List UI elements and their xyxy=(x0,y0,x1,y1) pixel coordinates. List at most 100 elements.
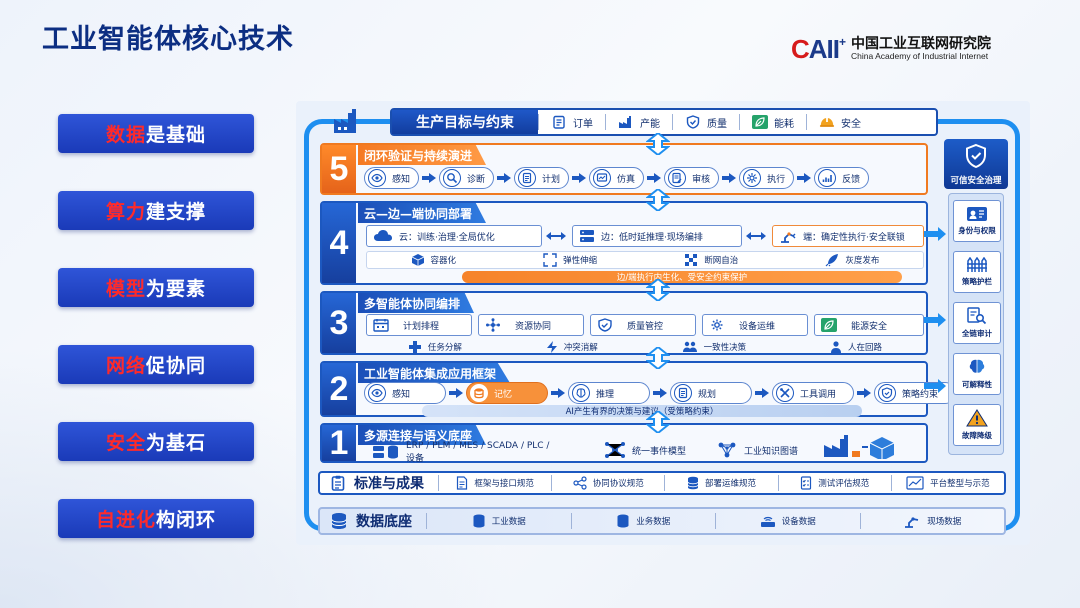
governance-identity-access: 身份与权限 xyxy=(953,200,1001,242)
list-icon xyxy=(518,169,537,187)
trusted-security-governance: 可信安全治理 xyxy=(944,139,1008,189)
logo-mark: CAII+ xyxy=(791,34,846,64)
flow-arrow xyxy=(647,173,662,183)
eye-icon xyxy=(368,384,386,402)
standards-title: 标准与成果 xyxy=(320,473,438,493)
module-quality: 质量管控 xyxy=(590,314,696,336)
clipboard-icon xyxy=(551,114,567,130)
step-review: 审核 xyxy=(664,167,720,189)
right-arrow xyxy=(924,313,946,327)
factory-small-icon xyxy=(618,114,634,130)
end-box: 端：确定性执行·安全联锁 xyxy=(772,225,924,247)
vertical-bidirectional-arrow xyxy=(646,347,670,369)
bounded-decision-banner: AI产生有界的决策与建议（受策略约束） xyxy=(422,405,862,417)
data-business: 业务数据 xyxy=(570,513,716,529)
slide-title: 工业智能体核心技术 xyxy=(42,24,294,55)
checker-icon xyxy=(684,253,698,267)
mechanism-conflict-resolution: 冲突消解 xyxy=(546,340,598,354)
bidirectional-arrow xyxy=(546,232,566,240)
checklist-icon xyxy=(800,476,812,490)
document-edit-icon xyxy=(668,169,687,187)
database-icon xyxy=(472,514,486,528)
share-icon xyxy=(573,476,587,490)
feature-offline-autonomy: 断网自治 xyxy=(684,253,738,267)
production-goals-title: 生产目标与约束 xyxy=(392,110,538,134)
flow-arrow xyxy=(722,173,737,183)
module-energy-safety: 能源安全 xyxy=(814,314,924,336)
caii-logo: CAII+ 中国工业互联网研究院 China Academy of Indust… xyxy=(791,36,991,62)
pillar-network: 网络促协同 xyxy=(58,345,254,384)
standard-coordination-protocol: 协同协议规范 xyxy=(551,475,664,491)
brain-icon xyxy=(967,358,987,376)
expand-icon xyxy=(543,253,557,267)
hub-nodes-icon xyxy=(604,440,626,460)
rocket-icon xyxy=(825,253,839,267)
gear-icon xyxy=(743,169,762,187)
layer-number: 1 xyxy=(322,424,356,462)
layer-number: 5 xyxy=(322,145,356,193)
standards-bar: 标准与成果 框架与接口规范 协同协议规范 部署运维规范 测试评估规范 平台整型与… xyxy=(318,471,1006,495)
fence-icon xyxy=(966,257,988,273)
layer-number: 4 xyxy=(322,203,356,283)
graph-icon xyxy=(716,440,738,460)
leaf-icon xyxy=(821,318,837,332)
governance-explainability: 可解释性 xyxy=(953,353,1001,395)
database-icon xyxy=(330,512,348,530)
governance-panel: 身份与权限 策略护栏 全链审计 可解释性 故障降级 xyxy=(948,193,1004,455)
step-plan: 计划 xyxy=(514,167,570,189)
layer-title: 工业智能体集成应用框架 xyxy=(358,363,511,383)
capability-memory: 记忆 xyxy=(466,382,548,404)
database-foundation-bar: 数据底座 工业数据 业务数据 设备数据 现场数据 xyxy=(318,507,1006,535)
data-device: 设备数据 xyxy=(715,513,860,529)
governance-policy-guardrail: 策略护栏 xyxy=(953,251,1001,293)
logo-chinese-name: 中国工业互联网研究院 xyxy=(851,35,992,52)
governance-full-audit: 全链审计 xyxy=(953,302,1001,344)
feature-containerization: 容器化 xyxy=(411,253,456,267)
layer-4-cloud-edge-end: 4 云—边—端协同部署 云：训练·治理·全局优化 边：低时延推理·现场编排 端：… xyxy=(320,201,928,285)
layer-5-closed-loop: 5 闭环验证与持续演进 感知 诊断 计划 仿真 审核 执行 反馈 xyxy=(320,143,928,195)
right-arrow xyxy=(924,379,946,393)
module-resource: 资源协同 xyxy=(478,314,584,336)
data-field: 现场数据 xyxy=(859,513,1005,529)
governance-fault-degradation: 故障降级 xyxy=(953,404,1001,446)
flow-arrow xyxy=(449,388,463,398)
edge-box: 边：低时延推理·现场编排 xyxy=(572,225,742,247)
source-systems: ERP / PLM / MES / SCADA / PLC / 设备 xyxy=(366,441,566,464)
pillar-self-evolution: 自进化构闭环 xyxy=(58,499,254,538)
module-maintenance: 设备运维 xyxy=(702,314,808,336)
standard-framework-interface: 框架与接口规范 xyxy=(438,475,551,491)
capability-planning: 规划 xyxy=(670,382,752,404)
database-icon xyxy=(616,514,630,528)
trend-chart-icon xyxy=(906,476,924,490)
production-goals-bar: 生产目标与约束 订单 产能 质量 能耗 安全 xyxy=(390,108,938,136)
goal-energy: 能耗 xyxy=(739,114,806,130)
factory-icon xyxy=(334,109,356,133)
bidirectional-arrow xyxy=(746,232,766,240)
document-icon xyxy=(456,476,468,490)
layer-title: 多智能体协同编排 xyxy=(358,293,475,313)
capability-perceive: 感知 xyxy=(364,382,446,404)
vertical-bidirectional-arrow xyxy=(646,189,670,211)
gear-wrench-icon xyxy=(709,318,725,332)
coordination-mechanisms: 任务分解 冲突消解 一致性决策 人在回路 xyxy=(366,338,924,356)
audit-search-icon xyxy=(967,307,987,325)
database-title: 数据底座 xyxy=(320,509,426,533)
pillar-security: 安全为基石 xyxy=(58,422,254,461)
vertical-bidirectional-arrow xyxy=(646,279,670,301)
standard-deployment-ops: 部署运维规范 xyxy=(664,475,777,491)
cloud-box: 云：训练·治理·全局优化 xyxy=(366,225,542,247)
layer-1-connectivity-semantics: 1 多源连接与语义底座 ERP / PLM / MES / SCADA / PL… xyxy=(320,423,928,464)
shield-icon xyxy=(963,143,989,172)
flow-arrow xyxy=(755,388,769,398)
flow-arrow xyxy=(551,388,565,398)
layer-title: 云—边—端协同部署 xyxy=(358,203,487,223)
shield-check-icon xyxy=(878,384,896,402)
standard-testing-evaluation: 测试评估规范 xyxy=(777,475,891,491)
feature-autoscaling: 弹性伸缩 xyxy=(543,253,597,267)
calendar-icon xyxy=(373,318,389,332)
person-icon xyxy=(830,340,842,354)
pillar-compute: 算力建支撑 xyxy=(58,191,254,230)
deployment-features: 容器化 弹性伸缩 断网自治 灰度发布 xyxy=(366,251,924,269)
pillar-data: 数据是基础 xyxy=(58,114,254,153)
agent-capability-chain: 感知 记忆 推理 规划 工具调用 策略约束 xyxy=(364,382,956,404)
